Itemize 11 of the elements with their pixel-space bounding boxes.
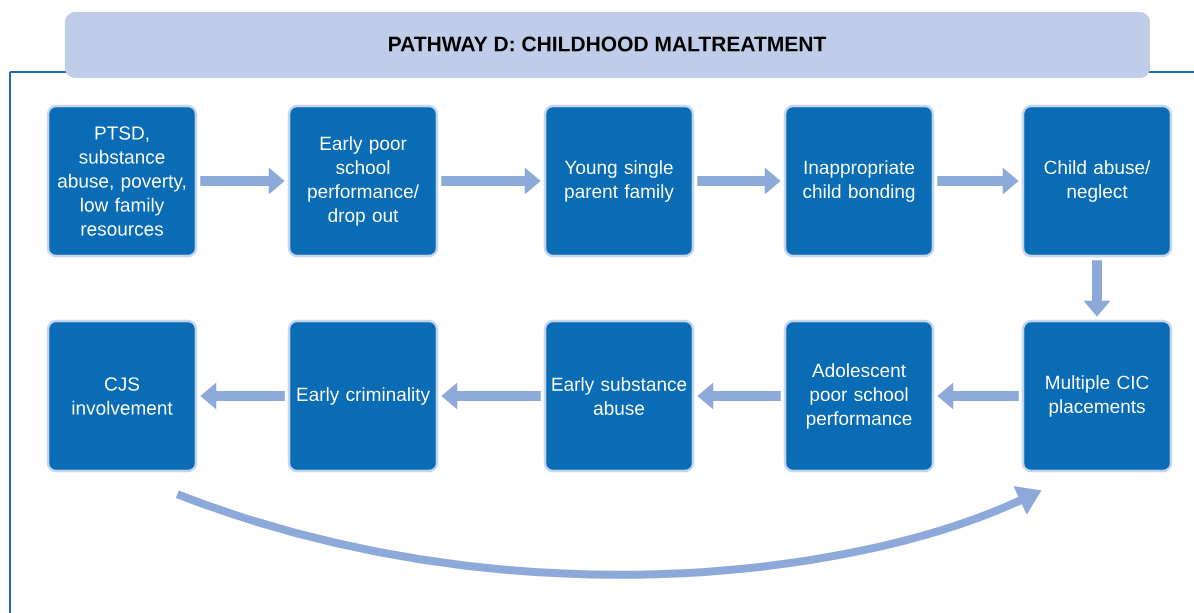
process-box: Early substance abuse bbox=[543, 319, 695, 473]
process-box: Early poor school performance/ drop out bbox=[287, 104, 439, 258]
process-box: Adolescent poor school performance bbox=[783, 319, 935, 473]
process-box: Inappropriate child bonding bbox=[783, 104, 935, 258]
process-box: PTSD, substance abuse, poverty, low family resources bbox=[46, 104, 198, 258]
process-box: CJS involvement bbox=[46, 319, 198, 473]
title-tab: PATHWAY D: CHILDHOOD MALTREATMENT bbox=[65, 12, 1150, 78]
process-box: Multiple CIC placements bbox=[1021, 319, 1173, 473]
process-box: Child abuse/ neglect bbox=[1021, 104, 1173, 258]
process-box: Young single parent family bbox=[543, 104, 695, 258]
process-box: Early criminality bbox=[287, 319, 439, 473]
